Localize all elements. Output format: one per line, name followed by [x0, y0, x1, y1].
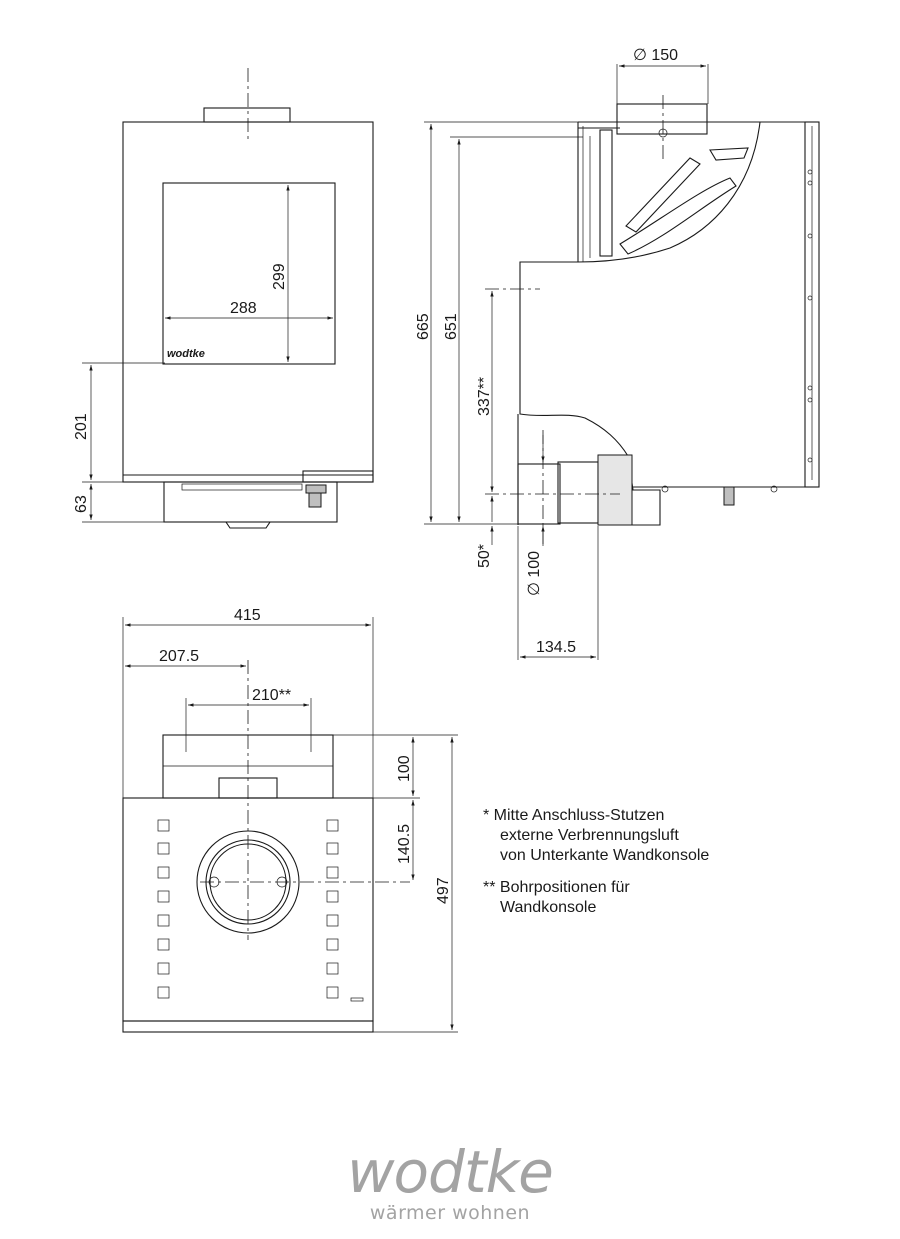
air-diameter-dim: ∅ 100: [526, 551, 543, 596]
brand-slogan: wärmer wohnen: [369, 1202, 531, 1224]
center-dim: 207.5: [159, 648, 199, 665]
top-view: 415 207.5 210** 100 140.5 497: [122, 607, 458, 1033]
brand-logo: wodtke wärmer wohnen: [320, 1142, 580, 1224]
brand-name: wodtke: [347, 1138, 554, 1206]
height-to-window-dim: 201: [73, 413, 90, 440]
side-view: ∅ 150: [415, 47, 820, 660]
note-line: externe Verbrennungsluft: [500, 827, 679, 844]
air-offset-dim: 50*: [476, 544, 493, 568]
console-height-dim: 63: [73, 495, 90, 513]
footnote-air-connection: * Mitte Anschluss-Stutzen externe Verbre…: [483, 806, 709, 866]
air-center-height-dim: 337**: [476, 377, 493, 416]
window-height-dim: 299: [271, 263, 288, 290]
note-line: Wandkonsole: [500, 899, 597, 916]
note-line: ** Bohrpositionen für: [483, 879, 630, 896]
stove-logo: wodtke: [167, 348, 205, 360]
flue-diameter-dim: ∅ 150: [633, 47, 678, 64]
depth-offset-dim: 134.5: [536, 639, 576, 656]
drill-spacing-dim: 210**: [252, 687, 291, 704]
rear-offset-dim: 100: [396, 755, 413, 782]
window-width-dim: 288: [230, 300, 257, 317]
front-view: wodtke 288 299 201 63: [73, 68, 374, 529]
depth-dim: 497: [435, 877, 452, 904]
footnotes: * Mitte Anschluss-Stutzen externe Verbre…: [483, 806, 709, 930]
body-height-dim: 651: [443, 313, 460, 340]
total-height-dim: 665: [415, 313, 432, 340]
note-line: von Unterkante Wandkonsole: [500, 847, 710, 864]
footnote-drill-positions: ** Bohrpositionen für Wandkonsole: [483, 878, 709, 918]
flue-offset-dim: 140.5: [396, 824, 413, 864]
note-line: * Mitte Anschluss-Stutzen: [483, 807, 665, 824]
width-dim: 415: [234, 607, 261, 624]
